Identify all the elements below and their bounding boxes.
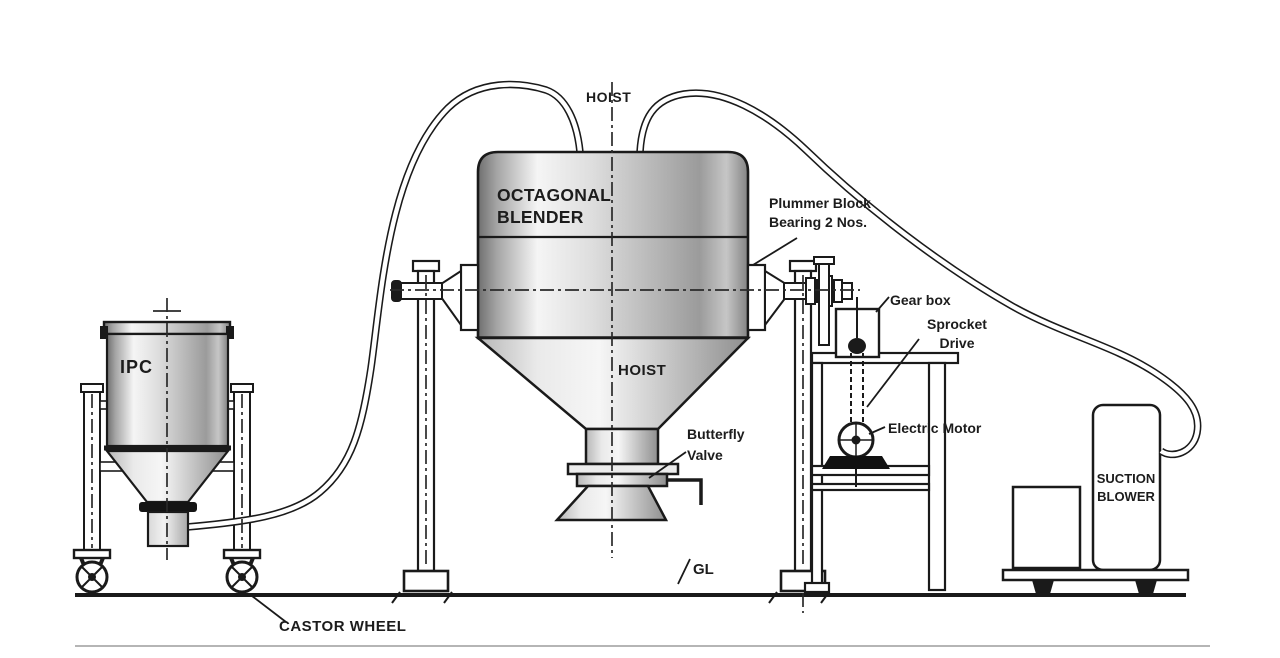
label-suction-blower: SUCTION BLOWER <box>1096 471 1156 504</box>
gear-box <box>834 297 881 359</box>
label-gear-box: Gear box <box>890 292 951 308</box>
butterfly-valve <box>554 462 703 522</box>
sprocket-drive-chain <box>850 353 864 423</box>
label-octagonal-blender: OCTAGONAL BLENDER <box>497 185 612 227</box>
transfer-pipe-left <box>186 80 584 531</box>
label-ipc: IPC <box>120 357 154 377</box>
label-sprocket-drive: Sprocket Drive <box>927 316 987 351</box>
label-plummer-block-bearing: Plummer Block Bearing 2 Nos. <box>769 195 871 230</box>
blender-column-left <box>391 259 453 604</box>
centerlines <box>91 82 860 613</box>
transfer-pipe-right <box>636 89 1202 459</box>
electric-motor <box>822 421 890 487</box>
plummer-block-bearing <box>813 256 835 346</box>
drive-stand <box>803 351 960 594</box>
label-ground-level: GL <box>693 561 714 578</box>
label-electric-motor: Electric Motor <box>888 420 982 436</box>
castor-wheel-left <box>72 548 112 594</box>
trunnion-left <box>391 263 480 332</box>
suction-blower-unit <box>1001 403 1190 594</box>
ground-line <box>75 593 1210 647</box>
label-hoist-lower: HOIST <box>618 362 667 379</box>
label-castor-wheel: CASTOR WHEEL <box>279 618 407 635</box>
castor-wheel-right <box>222 548 262 594</box>
label-hoist-top: HOIST <box>586 89 632 105</box>
label-butterfly-valve: Butterfly Valve <box>687 426 745 463</box>
leader-lines <box>251 237 920 623</box>
